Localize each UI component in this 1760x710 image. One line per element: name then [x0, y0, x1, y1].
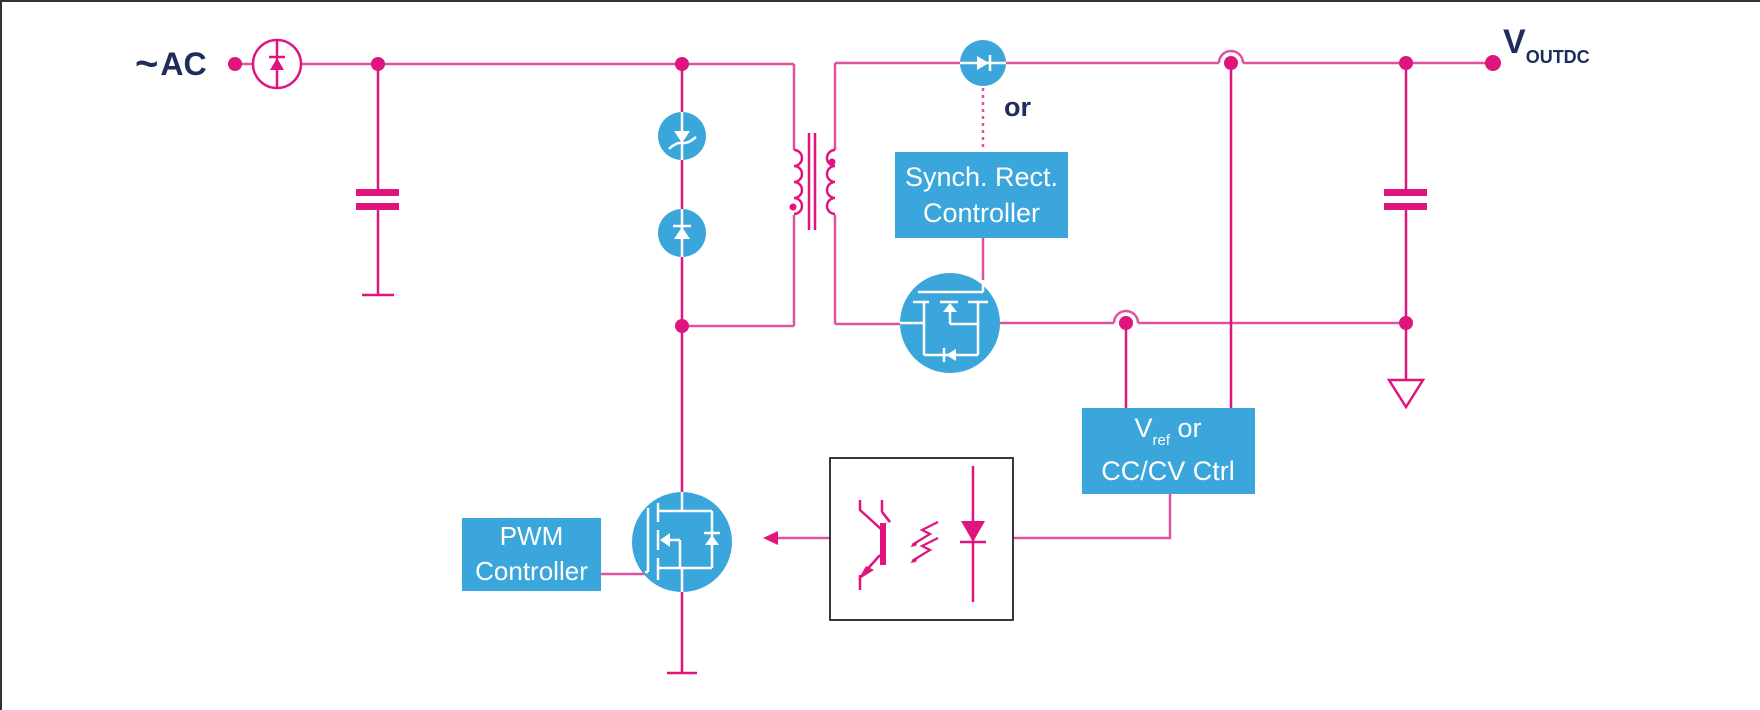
pwm-label-line1: PWM	[500, 521, 564, 551]
wires	[235, 49, 1493, 675]
output-capacitor-icon	[1384, 189, 1427, 210]
vout-sub: OUTDC	[1526, 47, 1590, 67]
input-capacitor-icon	[356, 189, 399, 210]
vout-label: VOUTDC	[1503, 23, 1590, 67]
ac-input-label: ~AC	[135, 42, 207, 86]
vref-ccv-ctrl-block: Vref or CC/CV Ctrl	[1082, 408, 1255, 494]
ac-terminal-node	[228, 57, 242, 71]
vref-tail: or	[1170, 413, 1202, 443]
ground-icon	[1386, 378, 1426, 410]
junction-node	[371, 57, 385, 71]
junction-node	[675, 57, 689, 71]
synch-rect-label-line1: Synch. Rect.	[905, 162, 1058, 192]
junction-node	[1119, 316, 1133, 330]
sr-mosfet-icon	[900, 273, 1000, 373]
vref-main: V	[1134, 413, 1152, 443]
junction-node	[1399, 316, 1413, 330]
output-diode-icon	[960, 40, 1006, 86]
tvs-diode-icon	[658, 112, 706, 160]
transformer-icon	[789, 133, 836, 230]
vref-sub: ref	[1152, 432, 1170, 449]
junction-node	[1399, 56, 1413, 70]
junction-node	[675, 319, 689, 333]
vref-label-line2: CC/CV Ctrl	[1101, 456, 1235, 486]
primary-mosfet-icon	[632, 492, 732, 592]
clamp-diode-icon	[658, 209, 706, 257]
vout-main: V	[1503, 23, 1526, 61]
wire-hop-bottom	[1112, 309, 1140, 324]
nodes	[228, 55, 1501, 333]
ac-tilde: ~	[135, 42, 158, 86]
wire-hop-top	[1217, 49, 1245, 64]
junction-node	[1224, 56, 1238, 70]
pwm-label-line2: Controller	[475, 556, 588, 586]
feedback-arrow-icon	[763, 531, 778, 545]
bridge-rectifier-icon	[251, 38, 303, 90]
wire-vref-opto	[1013, 494, 1172, 540]
ac-text: AC	[160, 46, 206, 82]
vref-label-line1: Vref or	[1134, 413, 1201, 449]
synch-rect-controller-block: Synch. Rect. Controller	[895, 152, 1068, 238]
optocoupler-icon	[829, 457, 1014, 621]
synch-rect-label-line2: Controller	[923, 198, 1040, 228]
or-label: or	[1004, 92, 1031, 122]
vout-terminal-node	[1485, 55, 1501, 71]
pwm-controller-block: PWM Controller	[462, 518, 601, 591]
